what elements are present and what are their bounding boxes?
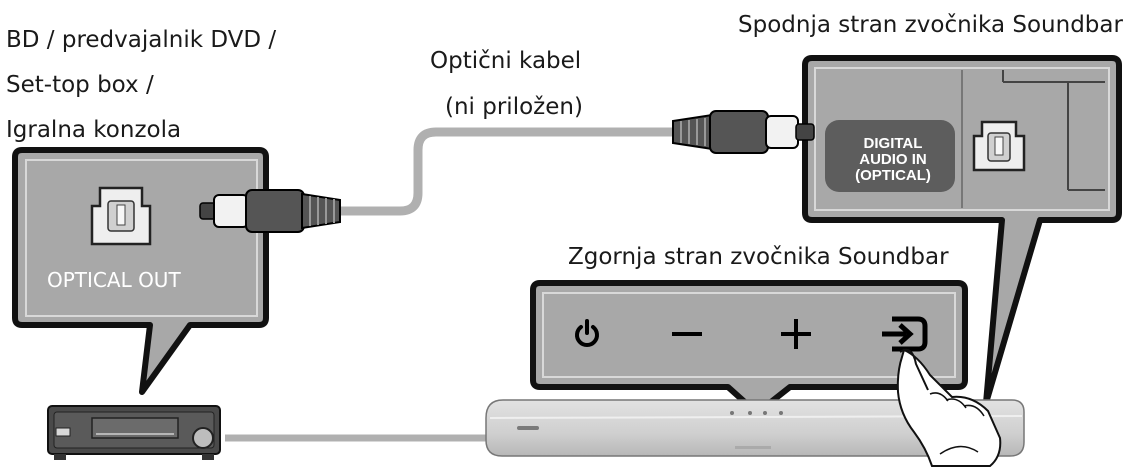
optical-port-icon xyxy=(90,186,152,246)
source-device-label-line: Igralna konzola xyxy=(6,117,182,143)
source-device-label-line: BD / predvajalnik DVD / xyxy=(6,27,277,53)
digital-audio-in-port-icon xyxy=(972,120,1026,172)
optical-plug-icon xyxy=(199,189,341,233)
digital-audio-in-label-line: AUDIO IN xyxy=(859,151,927,168)
soundbar-bottom-label: Spodnja stran zvočnika Soundbar xyxy=(738,12,1123,38)
source-device xyxy=(47,405,221,460)
digital-audio-in-label-line: (OPTICAL) xyxy=(855,167,931,184)
optical-out-label: OPTICAL OUT xyxy=(47,268,181,292)
source-icon xyxy=(882,316,928,352)
plus-icon xyxy=(781,319,811,349)
source-device-label: BD / predvajalnik DVD / Set-top box / Ig… xyxy=(6,18,276,153)
optical-cable-label: Optični kabel xyxy=(430,48,582,74)
soundbar-bottom-callout xyxy=(802,55,1122,406)
pointing-hand-icon xyxy=(896,348,1002,467)
soundbar-optical-plug-icon xyxy=(672,110,815,154)
power-icon xyxy=(575,319,599,347)
optical-cable-note: (ni priložen) xyxy=(445,94,583,120)
source-device-label-line: Set-top box / xyxy=(6,72,154,98)
digital-audio-in-label-line: DIGITAL xyxy=(863,135,923,152)
optical-cable xyxy=(335,127,680,216)
digital-audio-in-label: DIGITAL AUDIO IN (OPTICAL) xyxy=(833,136,953,184)
soundbar-top-label: Zgornja stran zvočnika Soundbar xyxy=(568,244,949,270)
